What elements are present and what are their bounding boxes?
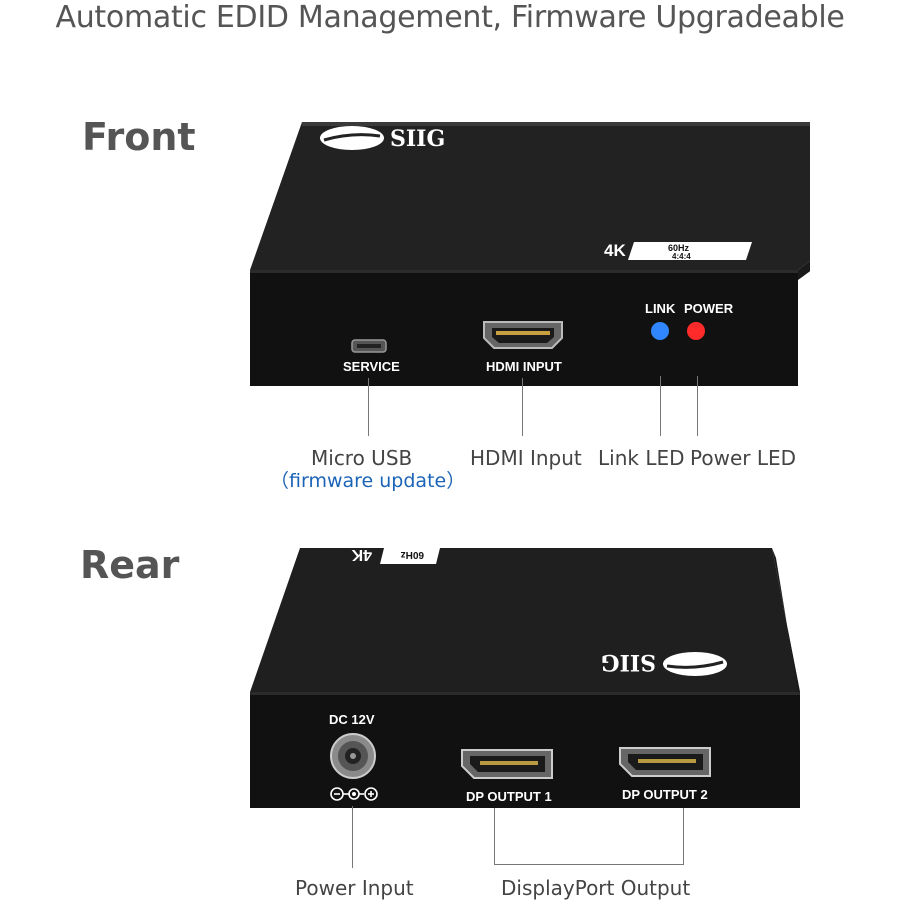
- svg-text:60Hz: 60Hz: [401, 549, 424, 560]
- micro-usb-port: [351, 339, 387, 353]
- rear-device-image: 4K 60Hz SIIG: [250, 546, 800, 808]
- dp-output-1-leader-line: [494, 808, 495, 864]
- micro-usb-callout: Micro USB: [311, 446, 413, 470]
- front-4k-badge: 4K 60Hz 4:4:4: [604, 241, 752, 261]
- dp-output-2-leader-line: [683, 808, 684, 864]
- hdmi-input-panel-label: HDMI INPUT: [486, 359, 562, 374]
- hdmi-input-callout: HDMI Input: [470, 446, 582, 470]
- dp-output-2-panel-label: DP OUTPUT 2: [622, 787, 708, 802]
- link-led-leader-line: [660, 376, 661, 436]
- front-title: Front: [82, 115, 196, 159]
- link-panel-label: LINK: [645, 301, 676, 316]
- rear-title: Rear: [80, 543, 180, 587]
- hdmi-port: [483, 321, 563, 349]
- service-panel-label: SERVICE: [343, 359, 400, 374]
- power-led-callout: Power LED: [690, 446, 797, 470]
- power-led-leader-line: [697, 376, 698, 436]
- link-led-callout: Link LED: [598, 446, 685, 470]
- displayport-output-callout: DisplayPort Output: [501, 876, 691, 900]
- polarity-symbol: [330, 787, 378, 801]
- dc-jack: [330, 733, 376, 779]
- dp-output-1-port: [461, 749, 553, 779]
- power-panel-label: POWER: [684, 301, 734, 316]
- power-led: [687, 322, 705, 340]
- power-input-leader-line: [352, 806, 353, 868]
- displayport-bracket-line: [494, 864, 684, 865]
- svg-text:60Hz: 60Hz: [668, 243, 690, 253]
- front-device-image: SIIG 4K 60Hz 4:4:4: [250, 122, 810, 386]
- dc-12v-panel-label: DC 12V: [329, 712, 375, 727]
- svg-text:SIIG: SIIG: [390, 126, 445, 152]
- svg-text:4K: 4K: [604, 241, 626, 260]
- power-input-callout: Power Input: [295, 876, 414, 900]
- dp-output-1-panel-label: DP OUTPUT 1: [466, 789, 552, 804]
- rear-siig-logo: SIIG: [601, 649, 727, 676]
- rear-4k-badge: 4K 60Hz: [351, 546, 440, 564]
- svg-text:4:4:4: 4:4:4: [672, 252, 691, 261]
- dp-output-2-port: [619, 747, 711, 777]
- headline: Automatic EDID Management, Firmware Upgr…: [55, 0, 845, 35]
- front-siig-logo: SIIG: [320, 126, 445, 152]
- svg-text:SIIG: SIIG: [601, 649, 656, 675]
- micro-usb-leader-line: [368, 378, 369, 436]
- svg-text:4K: 4K: [351, 546, 372, 563]
- firmware-update-callout: （firmware update）: [270, 470, 466, 492]
- link-led: [651, 322, 669, 340]
- hdmi-input-leader-line: [522, 378, 523, 436]
